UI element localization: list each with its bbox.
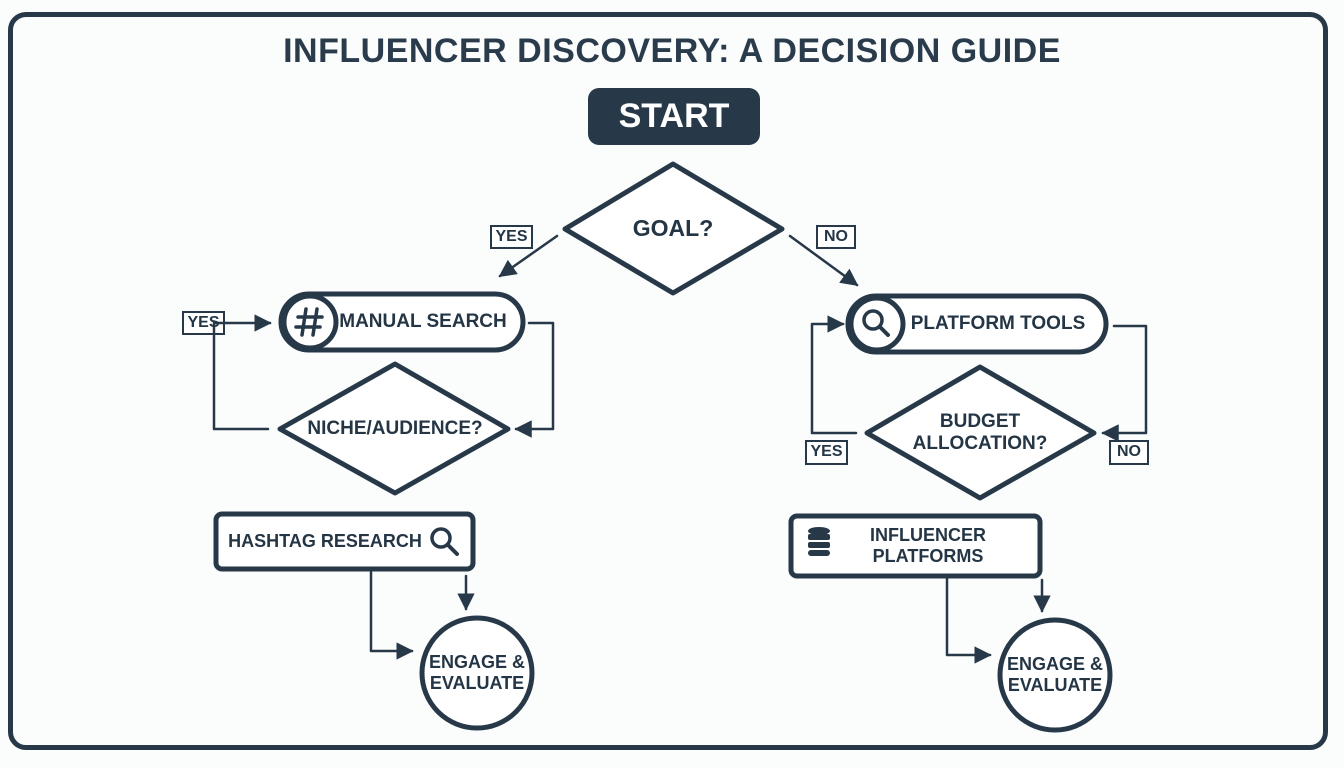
goal-decision bbox=[562, 161, 785, 296]
arrow-platforms-to-engage bbox=[945, 577, 992, 664]
goal-no-label: NO bbox=[824, 227, 848, 245]
arrow-hashtag-to-engage bbox=[369, 570, 414, 660]
influencer-platforms-box bbox=[788, 513, 1043, 579]
niche-label: NICHE/AUDIENCE? bbox=[307, 418, 483, 440]
niche-yes-label: YES bbox=[187, 313, 220, 331]
manual-search-box bbox=[278, 291, 526, 353]
manual-search-label: MANUAL SEARCH bbox=[339, 311, 507, 333]
start-label: START bbox=[618, 96, 730, 135]
start-node bbox=[588, 88, 760, 145]
hashtag-research-magnifier-icon bbox=[430, 527, 452, 549]
niche-decision bbox=[277, 361, 511, 496]
label-box-budget-yes bbox=[805, 440, 848, 465]
engage-evaluate-right bbox=[997, 617, 1113, 733]
label-box-goal-no bbox=[816, 225, 856, 249]
arrow-niche-yes bbox=[212, 321, 270, 431]
arrow-goal-yes bbox=[498, 234, 559, 278]
database-icon bbox=[808, 527, 830, 556]
engage-evaluate-right-label: ENGAGE & EVALUATE bbox=[1006, 654, 1103, 695]
page-title: INFLUENCER DISCOVERY: A DECISION GUIDE bbox=[283, 32, 1061, 70]
arrow-goal-no bbox=[788, 234, 859, 287]
label-box-goal-yes bbox=[490, 225, 533, 249]
goal-label: GOAL? bbox=[632, 214, 714, 241]
arrow-manual-to-niche bbox=[514, 321, 555, 438]
influencer-platforms-label: INFLUENCER PLATFORMS bbox=[870, 525, 986, 566]
arrow-budget-yes bbox=[810, 315, 858, 435]
hashtag-research-label: HASHTAG RESEARCH bbox=[228, 531, 422, 552]
arrow-platform-to-budget bbox=[1101, 324, 1148, 442]
budget-label: BUDGET ALLOCATION? bbox=[912, 411, 1048, 454]
label-box-budget-no bbox=[1109, 440, 1149, 465]
platform-tools-box bbox=[845, 293, 1109, 355]
platform-tools-label: PLATFORM TOOLS bbox=[910, 313, 1086, 335]
goal-yes-label: YES bbox=[495, 227, 528, 245]
engage-evaluate-left bbox=[419, 615, 535, 731]
hashtag-research-box bbox=[213, 511, 476, 572]
budget-no-label: NO bbox=[1117, 443, 1141, 461]
budget-yes-label: YES bbox=[810, 443, 843, 461]
magnifier-icon bbox=[848, 295, 906, 353]
hashtag-icon bbox=[281, 293, 339, 351]
engage-evaluate-left-label: ENGAGE & EVALUATE bbox=[428, 652, 525, 693]
budget-decision bbox=[864, 364, 1097, 501]
